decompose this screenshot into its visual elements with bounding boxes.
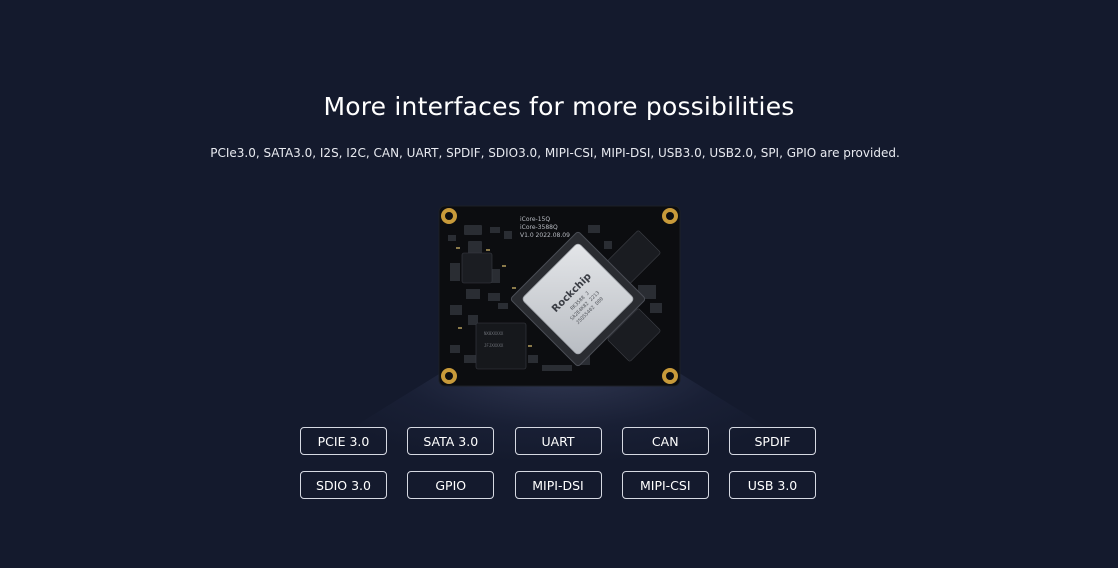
board-label-line-1: iCore-15Q bbox=[520, 216, 550, 223]
interface-tag-grid: PCIE 3.0 SATA 3.0 UART CAN SPDIF SDIO 3.… bbox=[300, 427, 820, 499]
tag-gpio: GPIO bbox=[407, 471, 495, 499]
section-subtitle: PCIe3.0, SATA3.0, I2S, I2C, CAN, UART, S… bbox=[210, 146, 900, 160]
board-label-line-3: V1.0 2022.08.09 bbox=[520, 232, 570, 239]
board-label-line-2: iCore-3588Q bbox=[520, 224, 558, 231]
tag-pcie: PCIE 3.0 bbox=[300, 427, 387, 455]
core-board-image: NX8XXXXX JFJXXXXX iCore-15Q iCore-3588Q … bbox=[438, 205, 681, 387]
tag-mipi-dsi: MIPI-DSI bbox=[514, 471, 602, 499]
tag-sata: SATA 3.0 bbox=[407, 427, 495, 455]
section-title: More interfaces for more possibilities bbox=[323, 92, 795, 121]
svg-text:NX8XXXXX: NX8XXXXX bbox=[484, 331, 504, 336]
tag-usb: USB 3.0 bbox=[729, 471, 816, 499]
tag-can: CAN bbox=[621, 427, 709, 455]
tag-sdio: SDIO 3.0 bbox=[300, 471, 387, 499]
svg-text:JFJXXXXX: JFJXXXXX bbox=[484, 343, 504, 348]
tag-spdif: SPDIF bbox=[729, 427, 816, 455]
tag-uart: UART bbox=[514, 427, 602, 455]
soc-chip bbox=[510, 231, 646, 367]
tag-mipi-csi: MIPI-CSI bbox=[621, 471, 709, 499]
